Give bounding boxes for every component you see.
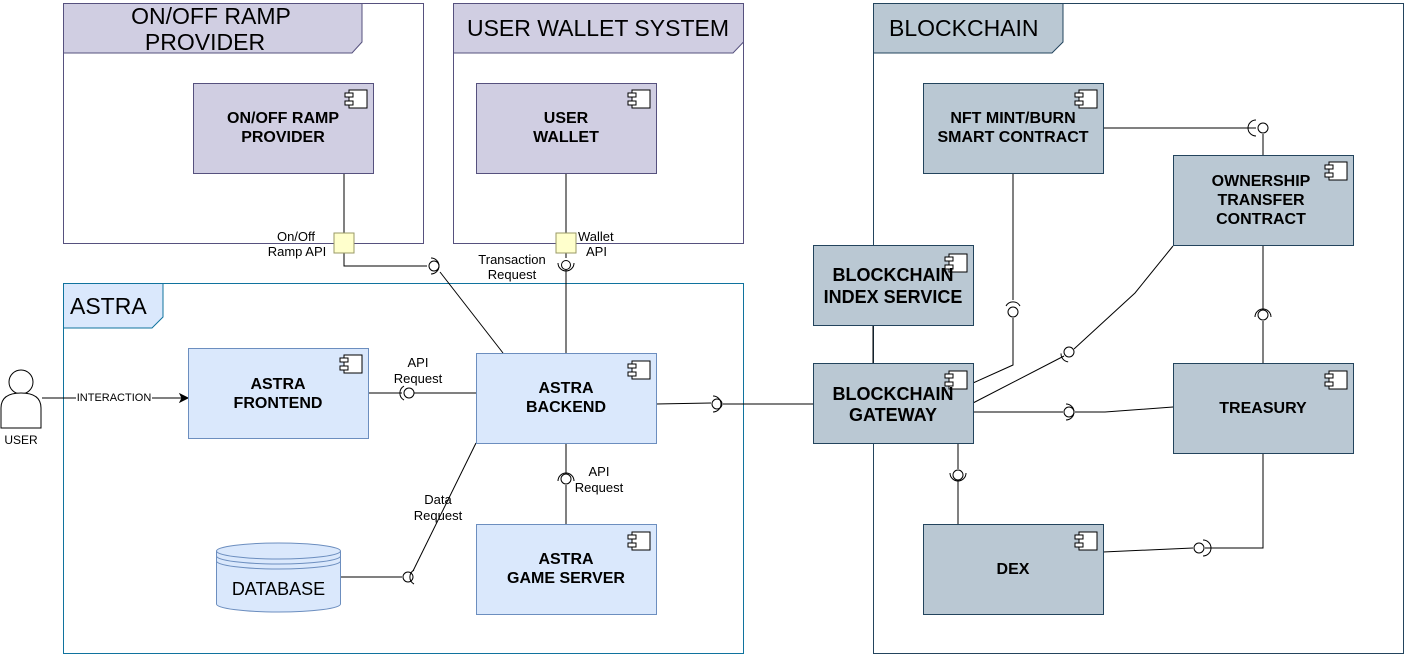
edge-ramp-port-socket — [343, 253, 427, 267]
component-user-wallet-label-1: USER — [544, 110, 589, 127]
label-api-request-1-1: API — [408, 355, 429, 370]
component-icon — [1324, 161, 1348, 181]
component-gateway-label-2: GATEWAY — [849, 405, 937, 425]
arrowhead-icon — [178, 392, 190, 404]
label-wallet-api-2: API — [586, 244, 607, 259]
component-astra-game-server-label-1: ASTRA — [538, 551, 594, 568]
socket-wallet-api-icon — [557, 260, 575, 272]
component-icon — [944, 253, 968, 273]
label-api-request-1-2: Request — [394, 371, 443, 386]
port-ramp-api — [333, 232, 355, 254]
label-interaction: INTERACTION — [77, 392, 152, 404]
label-data-request-1: Data — [424, 492, 452, 507]
label-data-request-2: Request — [414, 508, 463, 523]
component-index-service[interactable]: BLOCKCHAIN INDEX SERVICE — [813, 245, 974, 326]
component-gateway-label-1: BLOCKCHAIN — [833, 384, 954, 404]
interaction-label-bg — [76, 391, 152, 404]
socket-treasury-dex-icon — [1193, 539, 1212, 557]
component-icon — [944, 370, 968, 390]
component-icon — [1074, 531, 1098, 551]
label-ramp-api-1: On/Off — [277, 229, 315, 244]
component-astra-frontend-label-1: ASTRA — [250, 376, 306, 393]
edge-backend-gateway-socket — [655, 402, 712, 405]
component-icon — [339, 354, 363, 374]
package-ramp-title-1: ON/OFF RAMP — [131, 3, 291, 29]
socket-gateway-dex-icon — [949, 469, 967, 482]
component-icon — [1074, 89, 1098, 109]
socket-nft-ownership-icon — [1247, 119, 1269, 137]
socket-backend-gateway-icon — [711, 395, 723, 413]
actor-user-label: USER — [4, 433, 38, 447]
socket-nft-gateway-icon — [1005, 301, 1021, 318]
port-wallet-api — [555, 232, 577, 254]
user-icon — [0, 369, 42, 429]
socket-ramp-api-icon — [428, 257, 440, 275]
component-astra-game-server-label-2: GAME SERVER — [507, 570, 625, 587]
component-user-wallet[interactable]: USER WALLET — [476, 83, 657, 174]
socket-data-request-icon — [402, 569, 415, 585]
label-api-request-2-2: Request — [575, 480, 624, 495]
component-nft-contract-label-2: SMART CONTRACT — [937, 129, 1088, 146]
component-treasury-label: TREASURY — [1219, 400, 1307, 417]
actor-user[interactable]: USER — [0, 369, 42, 447]
component-index-service-label-1: BLOCKCHAIN — [833, 265, 954, 285]
component-treasury[interactable]: TREASURY — [1173, 363, 1354, 454]
edge-treasury-gateway — [1075, 406, 1174, 413]
package-ramp-title-2: PROVIDER — [145, 29, 265, 55]
label-api-request-2-1: API — [589, 464, 610, 479]
socket-ownership-gateway-icon — [1060, 346, 1075, 363]
component-icon — [1324, 370, 1348, 390]
edge-backend-data — [412, 442, 477, 572]
label-tx-request-1: Transaction — [478, 252, 545, 267]
component-ownership-contract-label-3: CONTRACT — [1216, 211, 1306, 228]
component-icon — [627, 89, 651, 109]
edge-treasury-dex — [1205, 453, 1264, 549]
component-database[interactable]: DATABASE — [216, 542, 341, 613]
component-nft-contract-label-1: NFT MINT/BURN — [950, 110, 1075, 127]
interface-symbols — [399, 119, 1272, 585]
component-index-service-label-2: INDEX SERVICE — [824, 287, 963, 307]
component-ownership-contract-label-1: OWNERSHIP — [1212, 173, 1311, 190]
label-tx-request-2: Request — [488, 267, 537, 282]
component-ownership-contract[interactable]: OWNERSHIP TRANSFER CONTRACT — [1173, 155, 1354, 246]
component-astra-frontend[interactable]: ASTRA FRONTEND — [188, 348, 369, 439]
component-gateway[interactable]: BLOCKCHAIN GATEWAY — [813, 363, 974, 444]
component-astra-backend[interactable]: ASTRA BACKEND — [476, 353, 657, 444]
edge-dex-socket — [1102, 547, 1194, 553]
label-ramp-api-2: Ramp API — [268, 244, 327, 259]
edge-labels: INTERACTION On/Off Ramp API Wallet API T… — [76, 229, 624, 523]
component-ramp-provider-label-1: ON/OFF RAMP — [227, 110, 339, 127]
socket-api-request-2-icon — [557, 472, 575, 485]
component-icon — [344, 89, 368, 109]
component-astra-frontend-label-2: FRONTEND — [234, 395, 323, 412]
component-icon — [627, 360, 651, 380]
edge-gateway-nft — [972, 318, 1014, 384]
component-nft-contract[interactable]: NFT MINT/BURN SMART CONTRACT — [923, 83, 1104, 174]
component-astra-backend-label-1: ASTRA — [538, 380, 594, 397]
edge-ownership-socket — [1073, 245, 1174, 350]
component-dex[interactable]: DEX — [923, 524, 1104, 615]
package-wallet-system-title: USER WALLET SYSTEM — [467, 15, 729, 41]
component-database-label: DATABASE — [232, 579, 325, 599]
package-astra: ASTRA — [63, 283, 744, 654]
package-blockchain-title: BLOCKCHAIN — [889, 15, 1039, 41]
component-user-wallet-label-2: WALLET — [533, 129, 599, 146]
socket-gateway-treasury-icon — [1063, 403, 1075, 421]
socket-api-request-1-icon — [399, 385, 415, 401]
socket-ownership-treasury-icon — [1254, 308, 1272, 321]
component-ownership-contract-label-2: TRANSFER — [1217, 192, 1305, 209]
package-astra-title: ASTRA — [70, 293, 147, 319]
component-ramp-provider[interactable]: ON/OFF RAMP PROVIDER — [193, 83, 374, 174]
component-astra-backend-label-2: BACKEND — [526, 399, 606, 416]
edge-backend-ramp — [439, 271, 504, 354]
component-ramp-provider-label-2: PROVIDER — [241, 129, 325, 146]
component-dex-label: DEX — [997, 561, 1030, 578]
component-astra-game-server[interactable]: ASTRA GAME SERVER — [476, 524, 657, 615]
label-wallet-api-1: Wallet — [578, 229, 614, 244]
component-icon — [627, 531, 651, 551]
edge-gateway-ownership — [972, 355, 1065, 404]
